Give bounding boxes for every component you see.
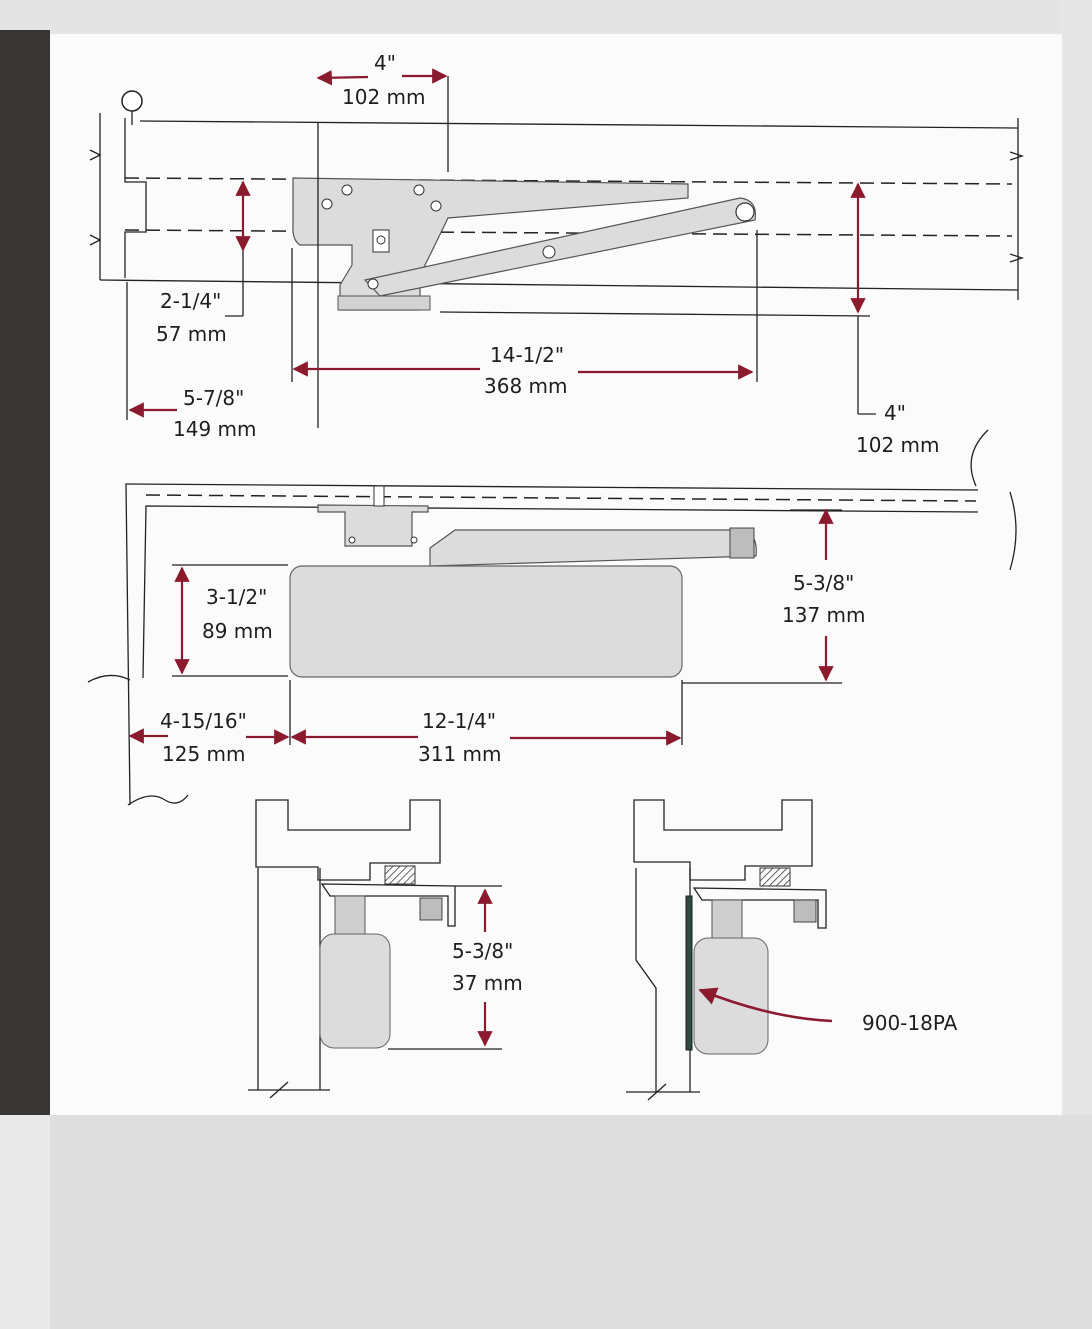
left-dark-bar — [0, 30, 50, 1115]
top-gray-band — [0, 0, 1092, 34]
hatch-block-left — [384, 865, 416, 885]
dim-125mm: 125 mm — [162, 742, 246, 766]
dim-37mm: 37 mm — [452, 971, 523, 995]
bottom-gray-band — [0, 1115, 1092, 1329]
dim-149mm: 149 mm — [173, 417, 257, 441]
dim-4-15-16in: 4-15/16" — [160, 709, 247, 733]
top-view: 4" 102 mm 2-1/4" 57 mm 14-1/2" 368 mm 5-… — [89, 51, 1025, 457]
dim-311mm: 311 mm — [418, 742, 502, 766]
dim-4in-top: 4" — [374, 51, 396, 75]
hinge-knob — [121, 90, 143, 112]
dim-5-3-8in-side: 5-3/8" — [452, 939, 513, 963]
front-arm — [429, 529, 757, 567]
dim-4in-right: 4" — [884, 401, 906, 425]
closer-body-front — [289, 565, 683, 678]
side-view-right: 900-18PA — [626, 799, 958, 1101]
closer-arm-top — [363, 197, 757, 297]
right-gray-edge — [1062, 0, 1092, 1329]
dim-102mm-top: 102 mm — [342, 85, 426, 109]
hatch-block-right — [759, 867, 791, 887]
closer-body-side-right — [693, 937, 769, 1055]
front-bracket — [317, 504, 429, 547]
dim-12-1-4in: 12-1/4" — [422, 709, 496, 733]
part-label-900-18PA: 900-18PA — [862, 1011, 958, 1035]
dim-14-1-2in: 14-1/2" — [490, 343, 564, 367]
dim-3-1-2in: 3-1/2" — [206, 585, 267, 609]
side-view-left: 5-3/8" 37 mm — [248, 799, 523, 1099]
dim-137mm: 137 mm — [782, 603, 866, 627]
part-callout-arrow — [698, 987, 833, 1023]
front-view: 3-1/2" 89 mm 5-3/8" 137 mm 4-15/16" 125 … — [87, 429, 1017, 806]
dim-89mm: 89 mm — [202, 619, 273, 643]
dim-102mm-right: 102 mm — [856, 433, 940, 457]
dim-5-7-8in: 5-7/8" — [183, 386, 244, 410]
dim-2-1-4in: 2-1/4" — [160, 289, 221, 313]
closer-body-side-left — [319, 933, 391, 1049]
dim-368mm: 368 mm — [484, 374, 568, 398]
dim-57mm: 57 mm — [156, 322, 227, 346]
plate-900-18PA — [685, 895, 693, 1051]
dim-5-3-8in-front: 5-3/8" — [793, 571, 854, 595]
left-strip-bottom — [0, 1115, 50, 1329]
